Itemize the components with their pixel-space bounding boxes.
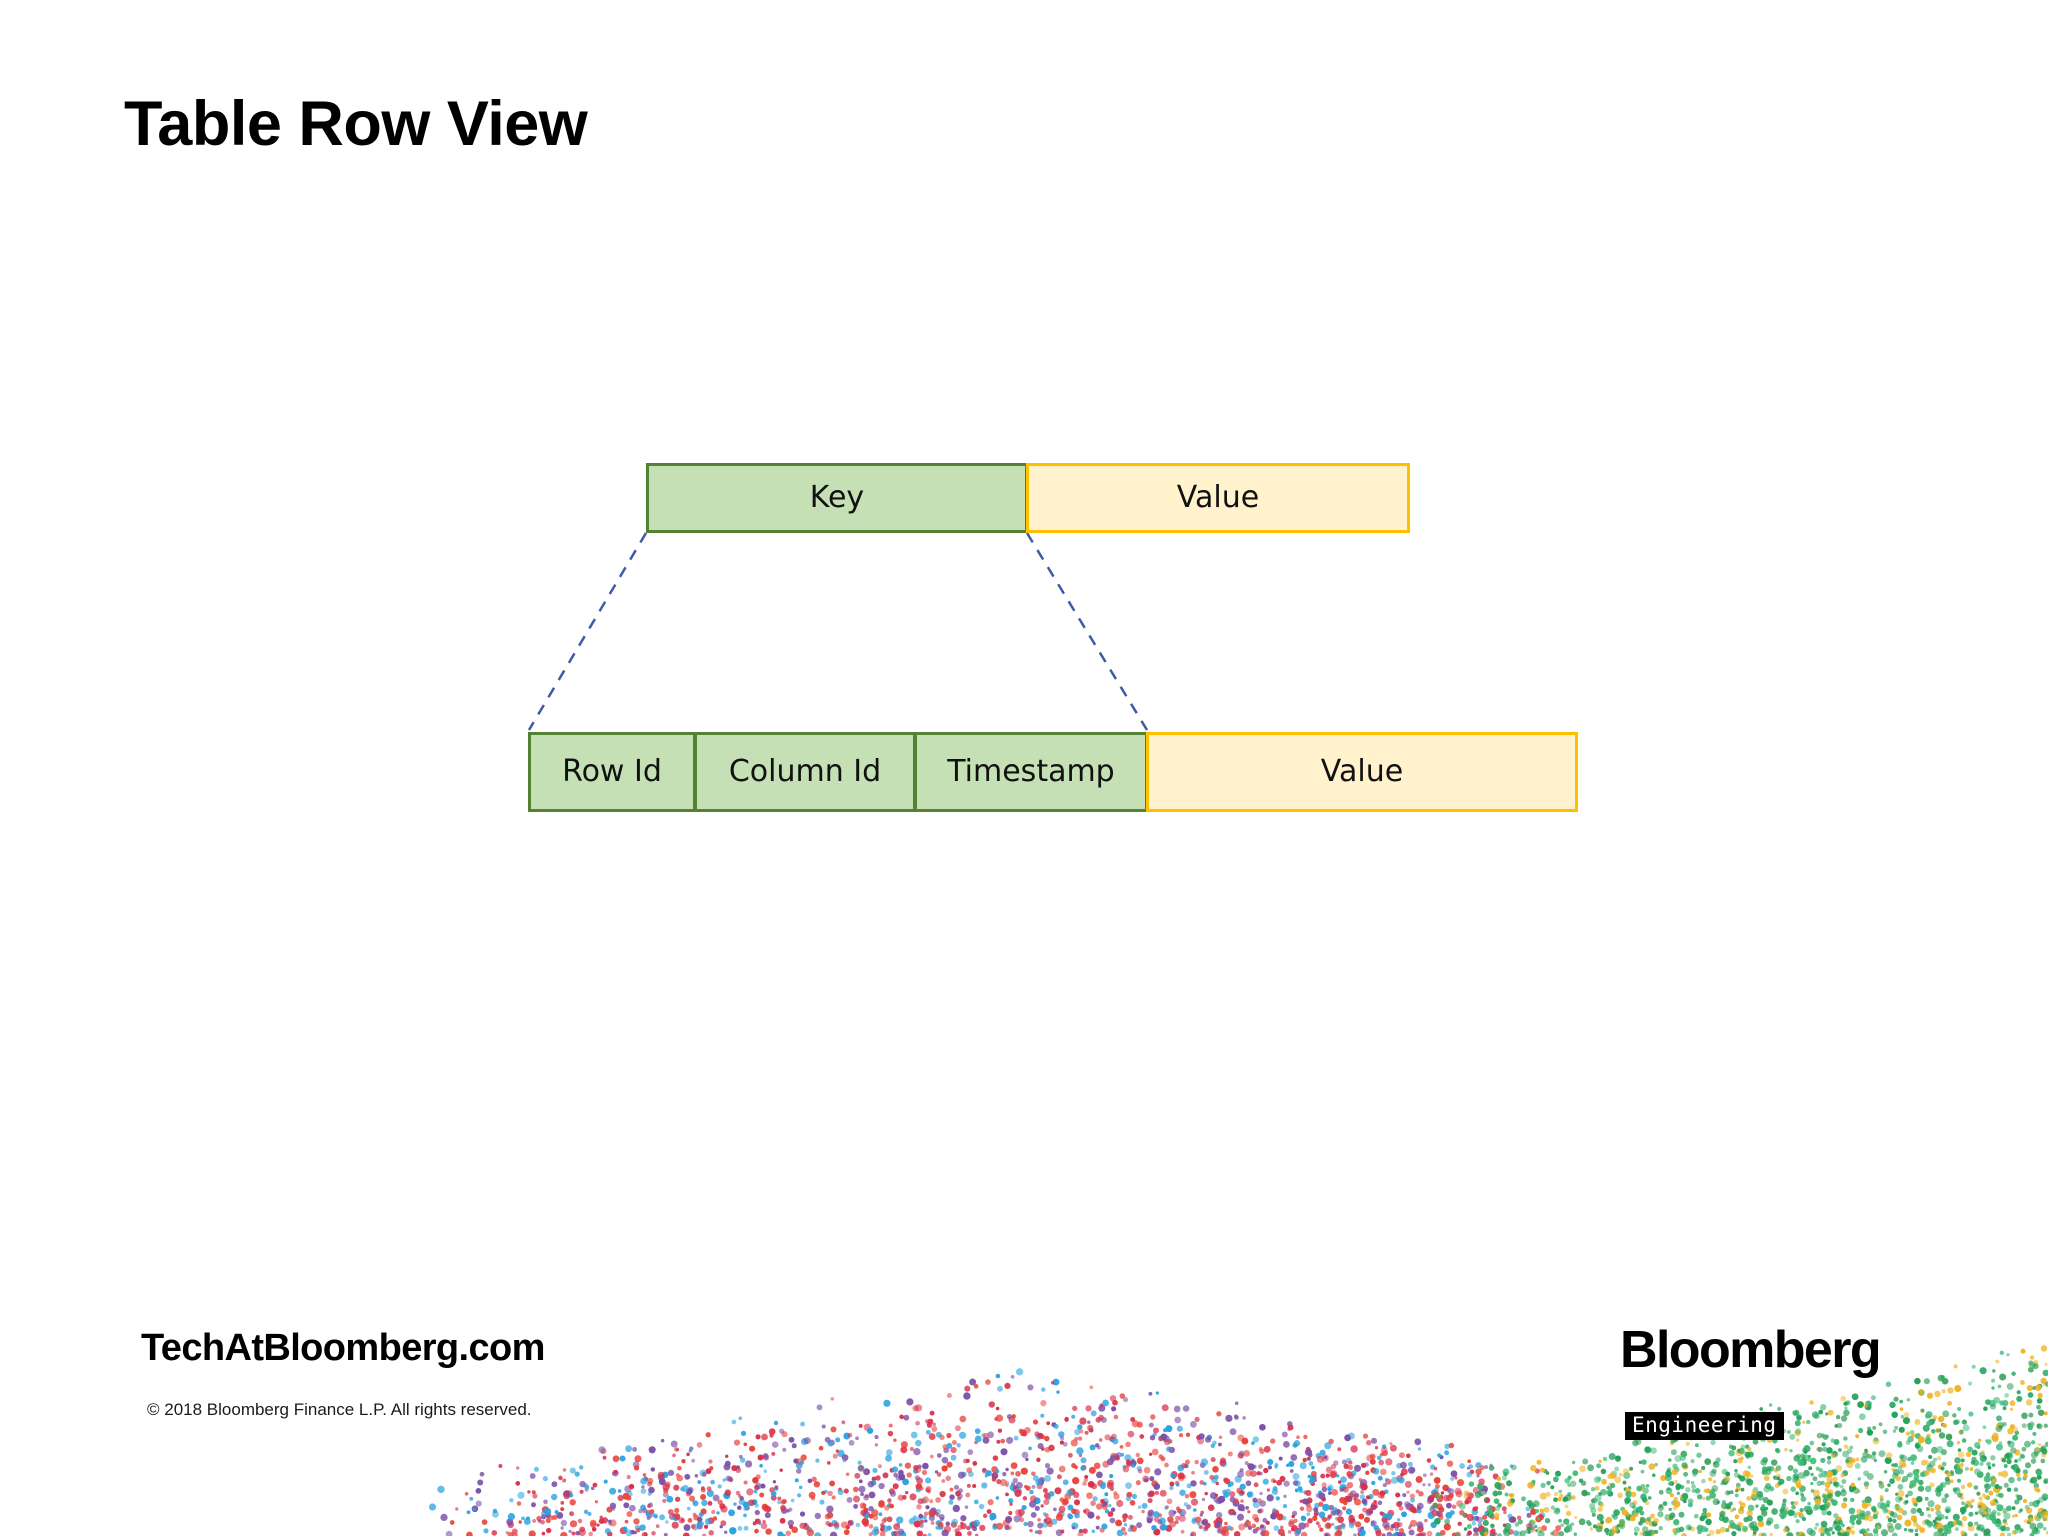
key-right-expansion-line	[1025, 532, 1149, 731]
bloomberg-logo: Bloomberg	[1620, 1321, 1882, 1379]
cell-value-bottom: Value	[1146, 732, 1578, 812]
footer-brand: TechAtBloomberg.com	[141, 1327, 545, 1369]
engineering-badge: Engineering	[1625, 1412, 1784, 1440]
cell-value-top: Value	[1026, 463, 1410, 533]
cell-row-id: Row Id	[528, 732, 696, 812]
cell-column-id: Column Id	[694, 732, 916, 812]
cell-key: Key	[646, 463, 1028, 533]
page-title: Table Row View	[124, 89, 588, 159]
footer-copyright: © 2018 Bloomberg Finance L.P. All rights…	[147, 1400, 532, 1419]
key-left-expansion-line	[527, 532, 648, 731]
cell-timestamp: Timestamp	[914, 732, 1148, 812]
